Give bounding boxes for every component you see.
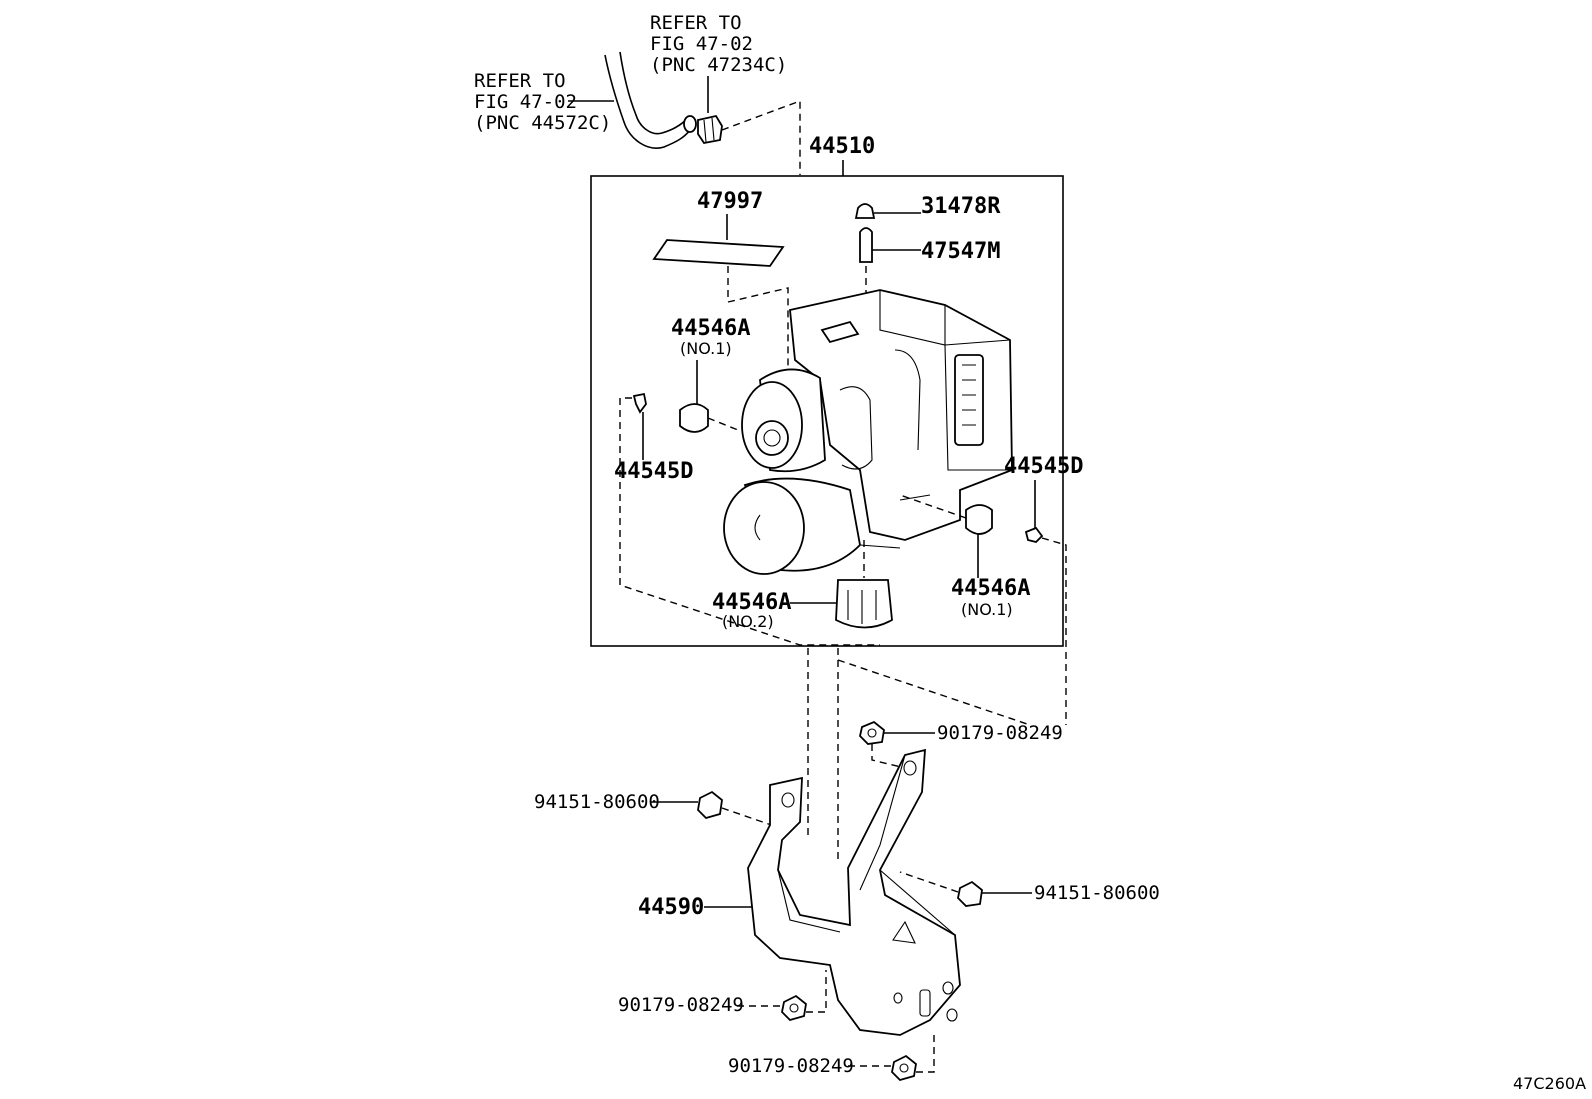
grommet-left-drawing: [679, 403, 709, 433]
nut-bottom-drawing: [891, 1054, 917, 1082]
clip-ref-line2: FIG 47-02: [650, 33, 753, 55]
label-31478R: 31478R: [921, 194, 1001, 219]
nut-top-drawing: [859, 720, 885, 745]
label-94151-right: 94151-80600: [1034, 882, 1160, 904]
label-44590: 44590: [638, 895, 704, 920]
assembly-box: [590, 175, 1064, 647]
hose-reference: REFER TO FIG 47-02 (PNC 44572C): [474, 70, 614, 134]
bolt-left-drawing: [632, 392, 647, 414]
clip-ref-line1: REFER TO: [650, 12, 742, 34]
hose-ref-line3: (PNC 44572C): [474, 112, 611, 134]
clip-ref-line3: (PNC 47234C): [650, 54, 787, 76]
label-44546A-right: 44546A: [951, 576, 1030, 601]
label-47547M: 47547M: [921, 239, 1000, 264]
label-44545D-left: 44545D: [614, 459, 693, 484]
label-44546A-left: 44546A: [671, 316, 750, 341]
bracket-drawing: [747, 748, 961, 1036]
label-94151-left: 94151-80600: [534, 791, 660, 813]
abs-actuator-drawing: [723, 289, 1013, 575]
label-90179-bottom: 90179-08249: [728, 1055, 854, 1077]
nut-mid-drawing: [781, 994, 807, 1022]
note-44546A-left: (NO.1): [680, 339, 732, 358]
diagram-code: 47C260A: [1513, 1074, 1586, 1093]
label-90179-top: 90179-08249: [937, 722, 1063, 744]
note-44546A-bottom: (NO.2): [722, 612, 774, 631]
grommet-right-drawing: [965, 504, 993, 535]
nut-left-drawing: [697, 790, 723, 820]
grommet-bottom-drawing: [835, 579, 893, 629]
brake-hose-drawing: [604, 51, 697, 149]
label-44546A-bottom: 44546A: [712, 590, 791, 615]
clip-reference: REFER TO FIG 47-02 (PNC 47234C): [650, 12, 787, 113]
assembly-number: 44510: [809, 134, 875, 159]
note-44546A-right: (NO.1): [961, 600, 1013, 619]
bleeder-drawing: [859, 227, 873, 263]
hose-ref-line2: FIG 47-02: [474, 91, 577, 113]
label-plate-drawing: [652, 239, 785, 267]
label-90179-mid: 90179-08249: [618, 994, 744, 1016]
label-47997: 47997: [697, 189, 763, 214]
nut-right-drawing: [957, 880, 983, 907]
label-44545D-right: 44545D: [1004, 454, 1083, 479]
bolt-right-drawing: [1024, 526, 1044, 543]
clip-drawing: [697, 99, 801, 175]
cap-drawing: [854, 203, 876, 219]
hose-ref-line1: REFER TO: [474, 70, 566, 92]
